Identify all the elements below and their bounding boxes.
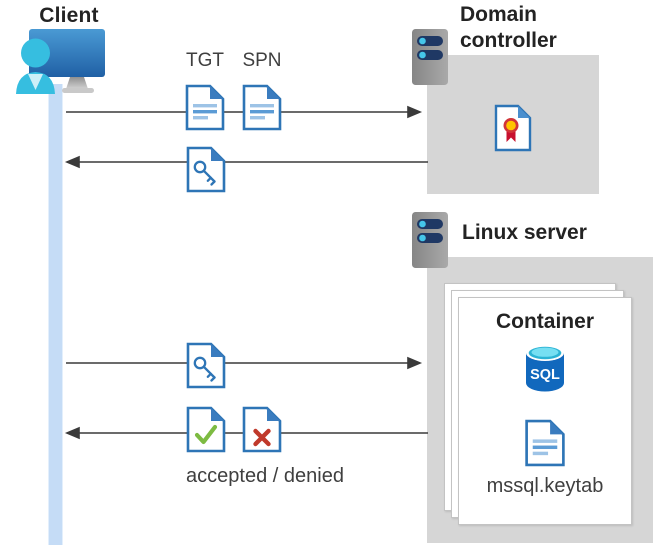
linux-server-icon <box>412 212 448 268</box>
linux-server-label: Linux server <box>462 221 587 244</box>
client-label: Client <box>39 4 99 27</box>
tgt-ticket-icon <box>185 84 225 131</box>
domain-controller-label: Domain controller <box>460 2 650 54</box>
person-head <box>21 38 50 68</box>
sql-database-icon: SQL <box>526 345 564 392</box>
monitor-shape <box>29 29 105 77</box>
keytab-file-icon <box>525 419 565 467</box>
person-collar <box>28 74 43 90</box>
spn-ticket-icon <box>242 84 282 131</box>
keytab-label: mssql.keytab <box>486 475 604 497</box>
arrowhead-left-1 <box>64 155 80 169</box>
service-ticket-key-icon-2 <box>186 342 226 389</box>
check-icon <box>194 424 218 445</box>
spn-label: SPN <box>242 50 282 71</box>
domain-controller-label-line1: Domain <box>460 3 538 26</box>
accepted-ticket-icon <box>186 406 226 453</box>
accepted-denied-caption: accepted / denied <box>186 465 344 487</box>
monitor-base <box>62 88 94 93</box>
certificate-icon <box>494 104 532 152</box>
denied-ticket-icon <box>242 406 282 453</box>
client-lifeline <box>48 84 63 545</box>
sql-label: SQL <box>530 367 560 383</box>
container-card: Container SQL mssql.keytab <box>458 297 632 525</box>
service-ticket-key-icon <box>186 146 226 193</box>
client-workstation-icon <box>16 29 105 94</box>
arrowhead-left-2 <box>64 426 80 440</box>
tgt-label: TGT <box>186 50 224 71</box>
arrowhead-right-2 <box>407 356 423 370</box>
domain-controller-server-icon <box>412 29 448 85</box>
domain-controller-label-line2: controller <box>460 29 557 52</box>
container-title: Container <box>495 310 594 333</box>
monitor-stand <box>66 77 88 89</box>
arrowhead-right-1 <box>407 105 423 119</box>
